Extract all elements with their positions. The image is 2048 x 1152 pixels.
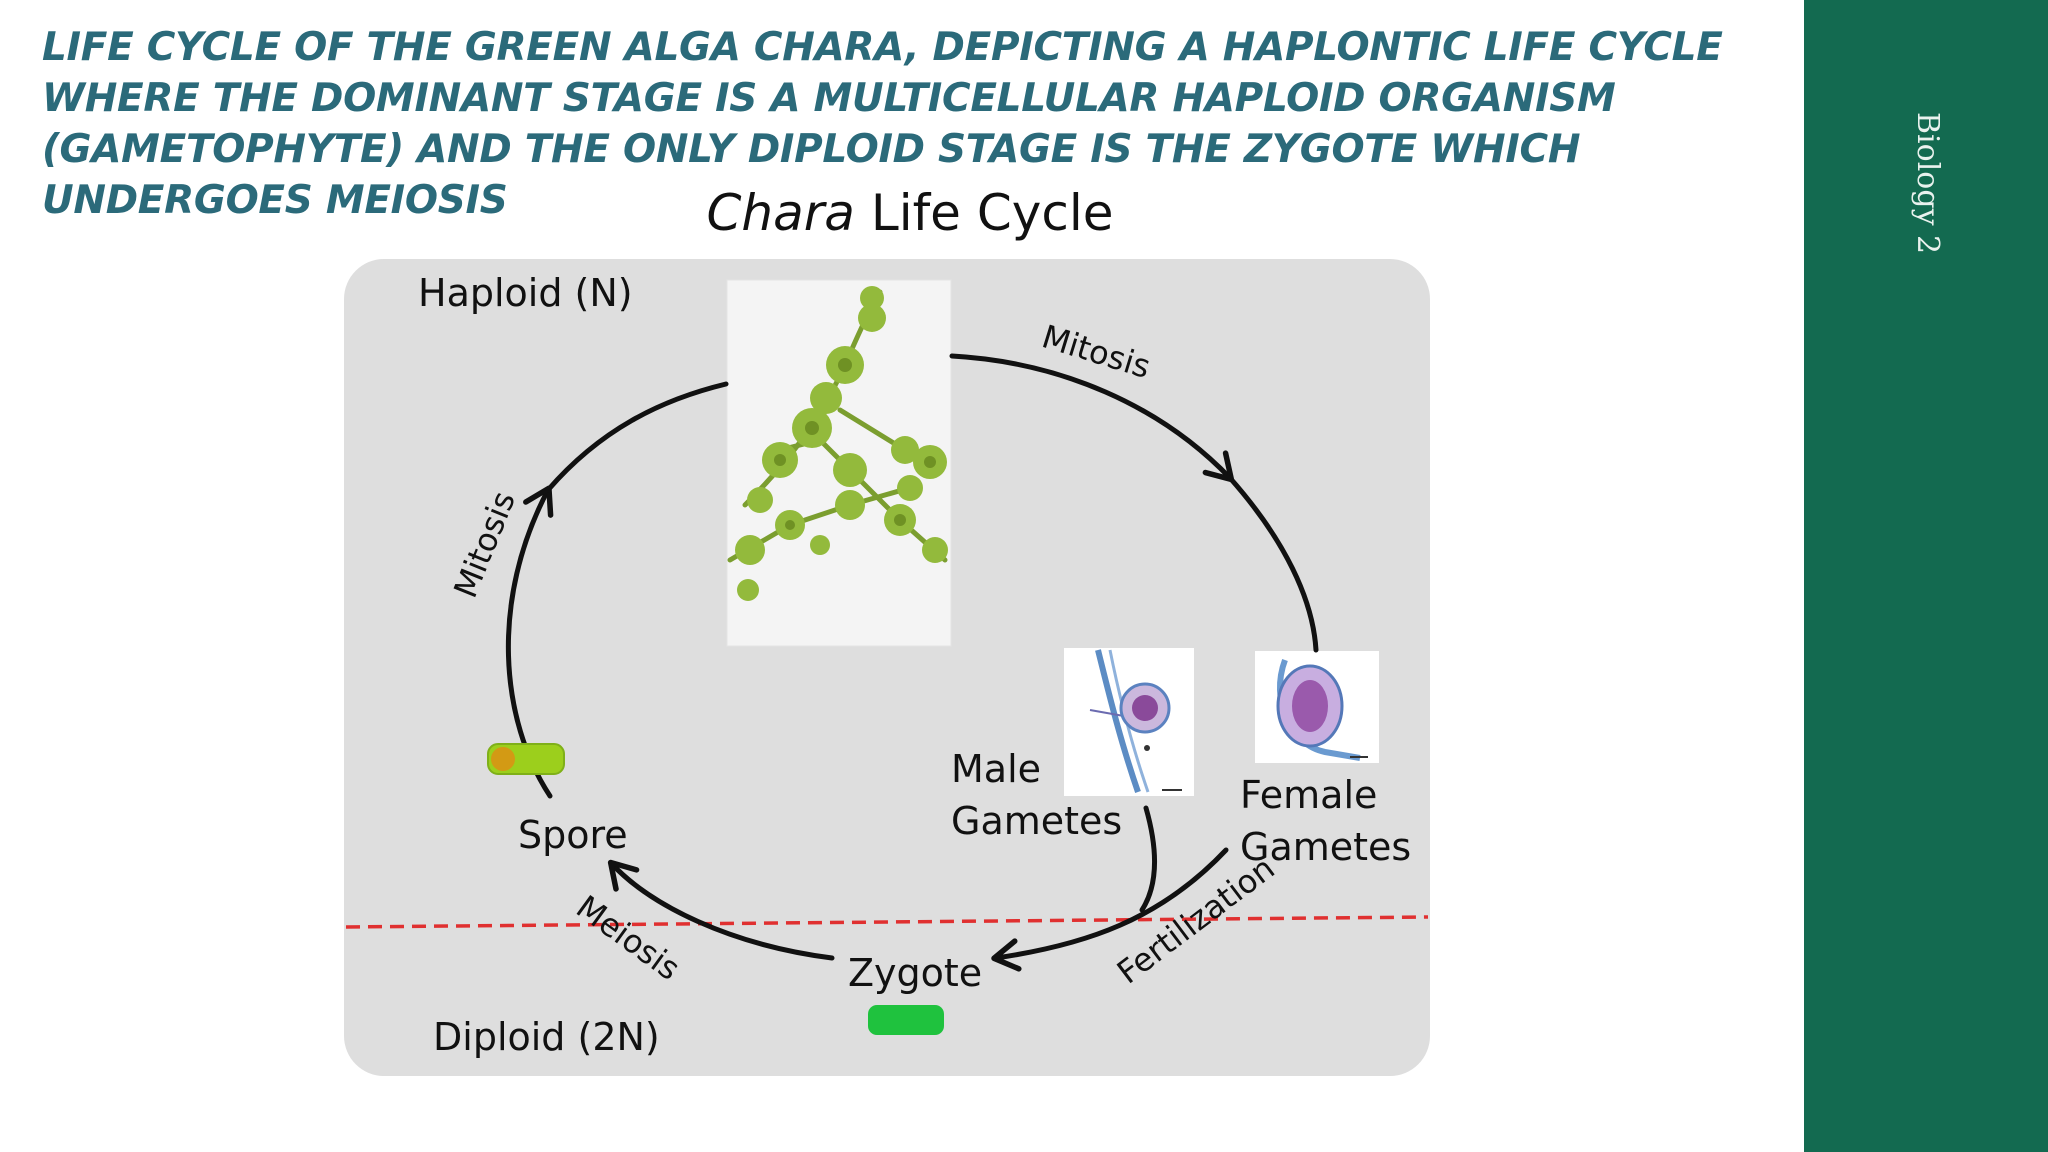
slide-title: LIFE CYCLE OF THE GREEN ALGA CHARA, DEPI… [42,25,1723,223]
stage-label-zygote: Zygote [848,951,982,995]
ploidy-boundary-line [345,915,1429,929]
stage-label-male-line1: Male [951,747,1041,791]
stage-label-spore: Spore [518,813,628,857]
male-gametes-micrograph [1064,648,1194,796]
diagram-title-rest: Life Cycle [854,184,1114,242]
female-gametes-micrograph [1255,651,1379,763]
arrow-meiosis-to-spore [607,859,835,961]
chara-gametophyte-photo [726,279,952,647]
diagram-title-genus: Chara [706,184,855,242]
spore-cell-icon [487,743,565,775]
arrow-gametophyte-mitosis [949,353,1235,483]
diploid-label: Diploid (2N) [433,1015,660,1059]
arrow-fertilization-to-zygote [991,847,1229,972]
haploid-label: Haploid (N) [418,271,633,315]
stage-label-female-line2: Gametes [1240,825,1411,869]
zygote-cell-icon [868,1005,944,1035]
sidebar-panel [1804,0,2048,1152]
stage-label-female-line1: Female [1240,773,1377,817]
stage-label-male-line2: Gametes [951,799,1122,843]
arrow-to-female-gametes [1227,475,1319,653]
arrow-spore-to-gametophyte-upper [545,381,729,493]
arrow-male-gametes-down [1139,805,1158,913]
diagram-title: Chara Life Cycle [620,184,1200,242]
sidebar-label: Biology 2 [1910,112,1945,255]
